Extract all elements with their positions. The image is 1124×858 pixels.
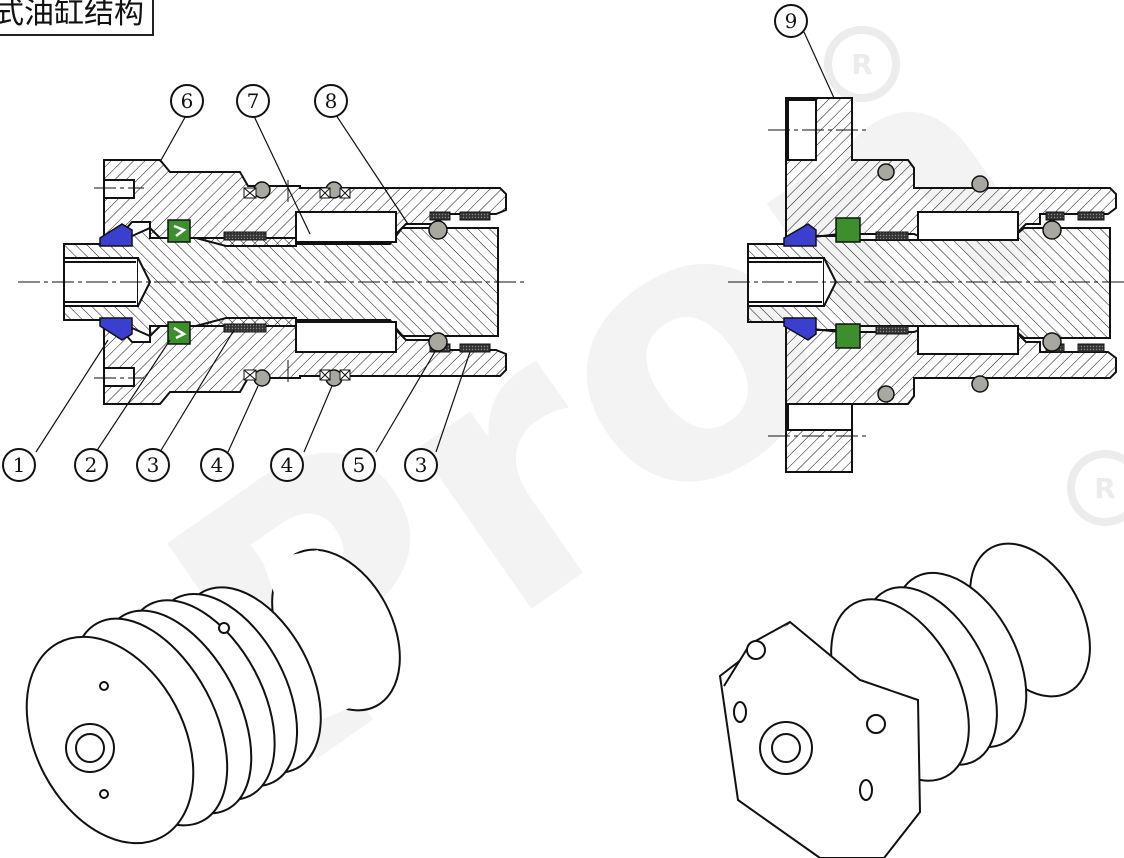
registered-mark-watermark-2: [1067, 450, 1124, 526]
callout-4b: 4: [270, 448, 304, 482]
registered-r-2: R: [1094, 472, 1116, 505]
callout-4a: 4: [200, 448, 234, 482]
guide-band: [223, 211, 491, 353]
callout-7: 7: [236, 84, 270, 118]
iso-cylinder-flanged: [718, 542, 1091, 858]
callout-8: 8: [314, 84, 348, 118]
backup-rings: [243, 187, 351, 381]
seal-dust-wiper-blue: [99, 223, 133, 341]
callout-9: 9: [774, 4, 808, 38]
registered-mark-watermark: [824, 26, 900, 102]
seal-rod-green: [167, 219, 191, 345]
callout-3: 3: [136, 448, 170, 482]
callout-5: 5: [342, 448, 376, 482]
callout-6: 6: [170, 84, 204, 118]
o-ring-balls-right: [877, 163, 1062, 403]
seal-dust-wiper-blue-right: [783, 223, 817, 341]
page-title: 式油缸结构: [0, 0, 154, 36]
seal-rod-green-right: [835, 217, 861, 349]
callout-1: 1: [2, 448, 36, 482]
iso-cylinder-round: [25, 548, 401, 845]
registered-r: R: [851, 48, 873, 81]
callout-2: 2: [74, 448, 108, 482]
callout-3b: 3: [404, 448, 438, 482]
